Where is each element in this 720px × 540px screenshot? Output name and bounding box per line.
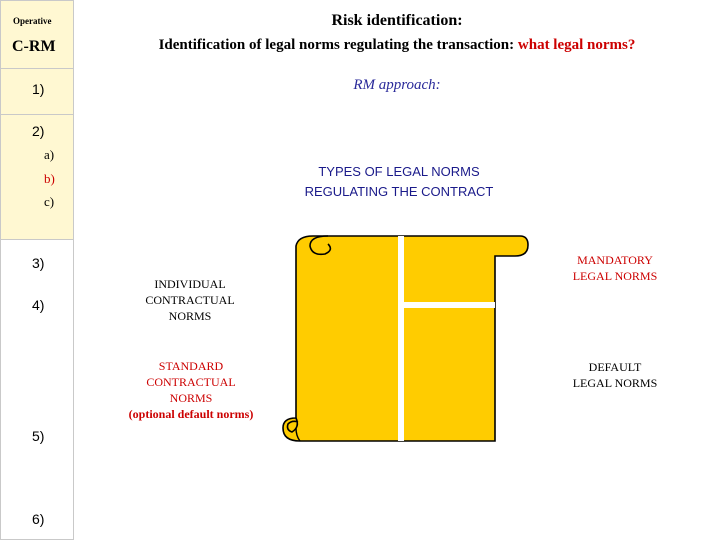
rm-approach-heading: RM approach: (353, 77, 441, 93)
step-5: 5) (32, 428, 45, 444)
default-norms-label: DEFAULT LEGAL NORMS (540, 359, 690, 391)
subtitle-highlight: what legal norms? (517, 37, 636, 53)
individual-norms-label: INDIVIDUAL CONTRACTUAL NORMS (100, 276, 280, 324)
default-line: DEFAULT (588, 360, 642, 374)
step-6: 6) (32, 511, 45, 527)
step-2: 2) (32, 123, 45, 139)
sidebar-lower-panel (0, 240, 74, 540)
types-heading-line-1: TYPES OF LEGAL NORMS (318, 164, 480, 179)
types-heading: TYPES OF LEGAL NORMS REGULATING THE CONT… (240, 162, 558, 202)
scroll-divider-vertical (398, 236, 404, 441)
step-2c: c) (44, 194, 55, 209)
individual-line: NORMS (168, 309, 212, 323)
step-4: 4) (32, 297, 45, 313)
page-title: Risk identification: (331, 12, 463, 29)
page-subtitle: Identification of legal norms regulating… (74, 37, 720, 54)
individual-line: CONTRACTUAL (145, 293, 235, 307)
step-2a: a) (44, 147, 55, 162)
sidebar-highlight-panel (0, 0, 74, 240)
scroll-divider-horizontal (404, 302, 495, 308)
mandatory-line: MANDATORY (577, 253, 653, 267)
standard-line: STANDARD (158, 359, 224, 373)
sidebar-divider (0, 68, 74, 69)
standard-norms-label: STANDARD CONTRACTUAL NORMS (optional def… (96, 358, 286, 422)
subtitle-text: Identification of legal norms regulating… (158, 37, 518, 53)
standard-line: CONTRACTUAL (146, 375, 236, 389)
standard-note: (optional default norms) (128, 407, 254, 421)
crm-label: C-RM (12, 38, 56, 55)
sidebar-divider (0, 114, 74, 115)
step-2b: b) (44, 171, 55, 186)
scroll-body (282, 235, 529, 442)
individual-line: INDIVIDUAL (154, 277, 226, 291)
standard-line: NORMS (169, 391, 213, 405)
operative-label: Operative (13, 16, 52, 26)
default-line: LEGAL NORMS (572, 376, 658, 390)
step-3: 3) (32, 255, 45, 271)
types-heading-line-2: REGULATING THE CONTRACT (304, 184, 494, 199)
step-1: 1) (32, 81, 45, 97)
mandatory-line: LEGAL NORMS (572, 269, 658, 283)
mandatory-norms-label: MANDATORY LEGAL NORMS (540, 252, 690, 284)
